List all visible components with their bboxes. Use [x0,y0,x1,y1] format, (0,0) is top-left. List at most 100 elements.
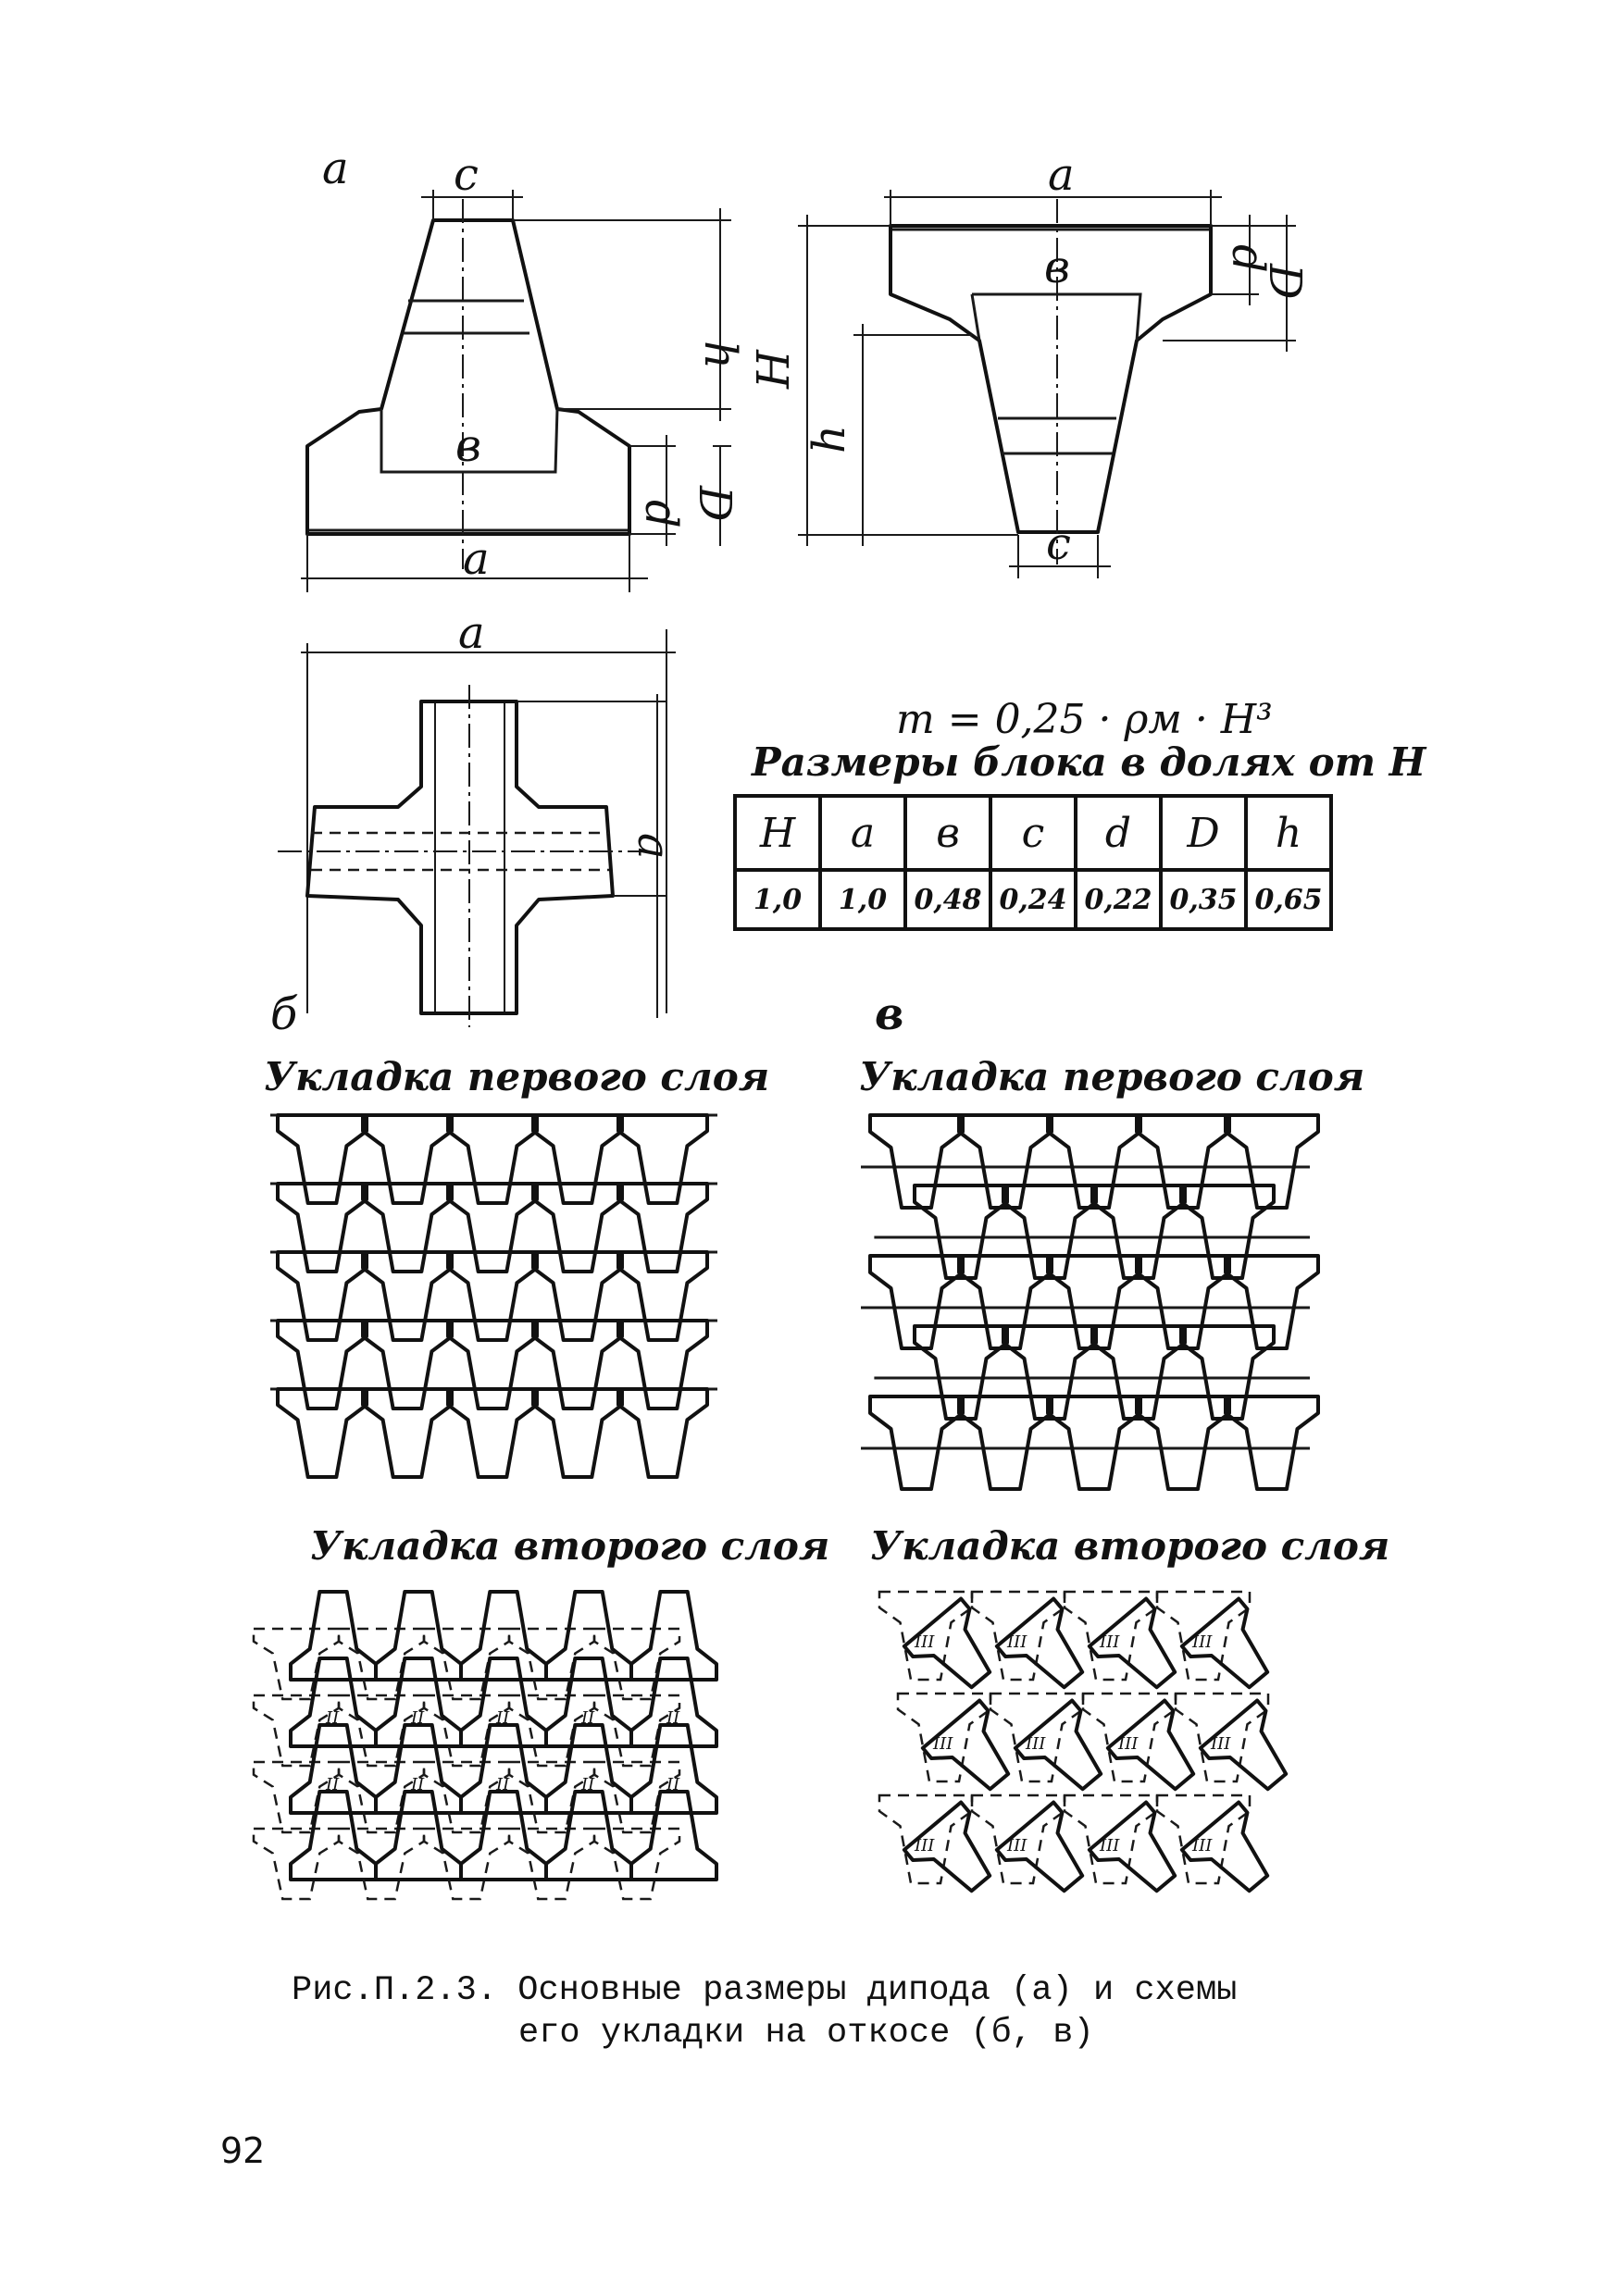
tilted-dipod-unit [1013,1698,1103,1792]
layer-mark: II [666,1775,680,1794]
label-d: d [635,500,687,528]
layer-mark: III [1006,1632,1027,1652]
layer-mark: II [495,1708,510,1728]
dipod-unit [957,1395,1053,1491]
table-value-cell: 0,24 [989,868,1077,931]
lower-unit-dashed [507,1760,596,1834]
tilted-dipod-unit [1105,1698,1196,1792]
dipod-unit [276,1250,368,1342]
dim-a [301,534,648,592]
upper-dipod-unit [374,1590,463,1682]
layer-mark: II [325,1708,340,1728]
scheme-v-first-layer [861,1113,1320,1491]
dipod-unit [868,1395,965,1491]
plan-hidden-lines [311,831,609,872]
table-header-cell: d [1074,794,1163,872]
page-number: 92 [220,2130,266,2171]
dipod-unit [1090,1184,1187,1280]
dipod-side-view-inverted: a в d D H h c [748,149,1311,578]
layer-mark: III [1210,1734,1231,1754]
lower-unit-dashed [252,1827,341,1901]
panel-v-label: в [875,988,904,1040]
dipod-unit [531,1182,624,1273]
dipod-side-view-upright: а c a в h D d [301,143,746,592]
lower-unit-dashed [252,1627,341,1701]
dim-d-D-right [1163,215,1296,352]
layer-mark: II [580,1708,595,1728]
dipod-unit [446,1113,539,1205]
layer-mark: III [1006,1836,1027,1855]
table-value-cell: 1,0 [818,868,907,931]
dipod-stem-inverted [970,292,1142,341]
tilted-dipod-unit [1087,1800,1177,1893]
layer-mark: II [495,1775,510,1794]
lower-unit-dashed [337,1627,426,1701]
table-header-cell: в [903,794,992,872]
label-c-bottom: c [1046,518,1071,570]
label-a-top: a [1048,149,1075,201]
upper-dipod-unit [629,1790,718,1881]
label-h-left: h [803,425,855,453]
dipod-plan-view: a a [278,607,679,1027]
label-H: H [748,349,800,390]
lower-unit-dashed [1174,1692,1270,1783]
dipod-unit [868,1254,965,1350]
dipod-unit [616,1113,709,1205]
block-dimensions-table: H a в c d D h 1,0 1,0 0,48 0,24 0,22 0,3… [733,794,1333,931]
upper-dipod-unit [289,1590,378,1682]
tilted-dipod-unit [1198,1698,1289,1792]
mass-formula: m = 0,25 · ρм · H³ [896,696,1273,743]
layer-mark: II [666,1708,680,1728]
dipod-unit [361,1387,454,1479]
layer2-b-title: Укладка второго слоя [310,1523,829,1569]
lower-unit-dashed [252,1694,341,1768]
dipod-unit [361,1250,454,1342]
table-value-cell: 0,35 [1159,868,1248,931]
layer-mark: III [914,1632,935,1652]
dipod-unit [1046,1395,1142,1491]
dipod-unit [361,1113,454,1205]
dipod-unit [276,1113,368,1205]
table-value-cell: 0,22 [1074,868,1163,931]
layer-mark: III [1191,1632,1213,1652]
plan-outline [305,700,615,1015]
upper-dipod-unit [544,1590,633,1682]
table-value-cell: 0,48 [903,868,992,931]
upper-dipod-unit [374,1657,463,1748]
dipod-unit [531,1387,624,1479]
panel-a-label: а [322,143,349,194]
dipod-unit [531,1113,624,1205]
label-D: D [689,485,741,521]
upper-dipod-unit [544,1790,633,1881]
plan-inner-lines [434,703,505,1011]
dipod-unit [913,1324,1009,1421]
label-c: c [454,149,479,201]
table-value-row: 1,0 1,0 0,48 0,24 0,22 0,35 0,65 [733,868,1333,931]
label-D-right: D [1259,263,1311,299]
lower-unit-dashed [592,1627,681,1701]
layer-mark: III [932,1734,953,1754]
upper-dipod-unit [374,1723,463,1815]
layer-mark: III [1099,1632,1120,1652]
dim-a-plan-right [518,694,666,1018]
dipod-unit [1135,1395,1231,1491]
upper-dipod-unit [289,1723,378,1815]
dim-H-h-left [798,215,1018,546]
dipod-unit [276,1319,368,1410]
dipod-unit [361,1182,454,1273]
upper-dipod-unit [459,1723,548,1815]
dipod-unit [1135,1254,1231,1350]
figure-caption: Рис.П.2.3. Основные размеры диподa (а) и… [292,1969,1402,2054]
dipod-unit [1135,1113,1231,1210]
table-title: Размеры блока в долях от H [751,739,1427,785]
label-a-plan-right: a [628,833,679,860]
lower-unit-dashed [507,1827,596,1901]
upper-dipod-unit [459,1590,548,1682]
label-a-plan: a [458,607,485,659]
lower-unit-dashed [337,1694,426,1768]
dipod-outline [305,218,631,536]
table-header-cell: a [818,794,907,872]
dipod-unit [1090,1324,1187,1421]
